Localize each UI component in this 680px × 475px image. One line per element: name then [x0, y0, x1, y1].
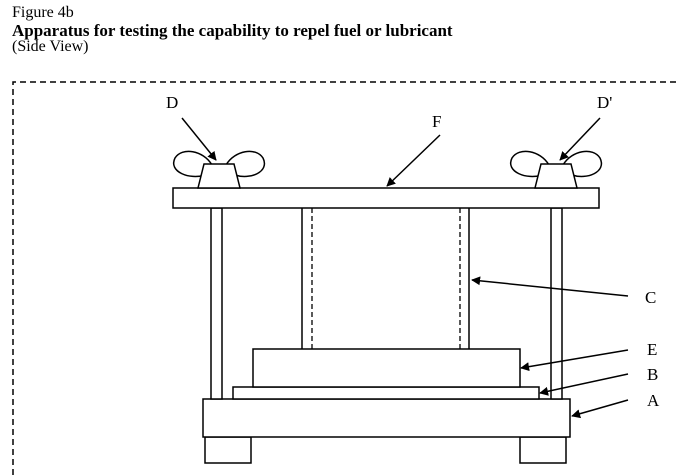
base-plate-a	[202, 398, 571, 438]
arrow-d	[181, 117, 217, 161]
label-d-prime: D'	[597, 93, 612, 112]
label-f: F	[432, 112, 441, 131]
post-right	[550, 207, 563, 400]
label-e: E	[647, 340, 657, 359]
label-a: A	[647, 391, 660, 410]
label-d: D	[166, 93, 178, 112]
block-e	[252, 348, 521, 388]
arrow-f	[386, 134, 441, 187]
arrow-a	[571, 399, 629, 419]
base-foot-right	[519, 436, 567, 464]
figure-number: Figure 4b	[12, 4, 74, 21]
figure-title: Apparatus for testing the capability to …	[12, 21, 453, 40]
base-foot-left	[204, 436, 252, 464]
plate-b	[232, 386, 540, 400]
top-plate-f	[172, 187, 600, 209]
arrow-c	[471, 276, 629, 297]
post-left	[210, 207, 223, 400]
arrow-d-prime	[559, 117, 601, 161]
wing-nut-d-prime	[509, 150, 603, 189]
label-c: C	[645, 288, 656, 307]
figure-subtitle: (Side View)	[12, 38, 89, 55]
arrow-b	[539, 373, 629, 396]
label-b: B	[647, 365, 658, 384]
arrow-e	[520, 349, 629, 372]
dashed-frame	[12, 81, 680, 475]
wing-nut-d	[172, 150, 266, 189]
cylinder-c	[301, 208, 470, 349]
